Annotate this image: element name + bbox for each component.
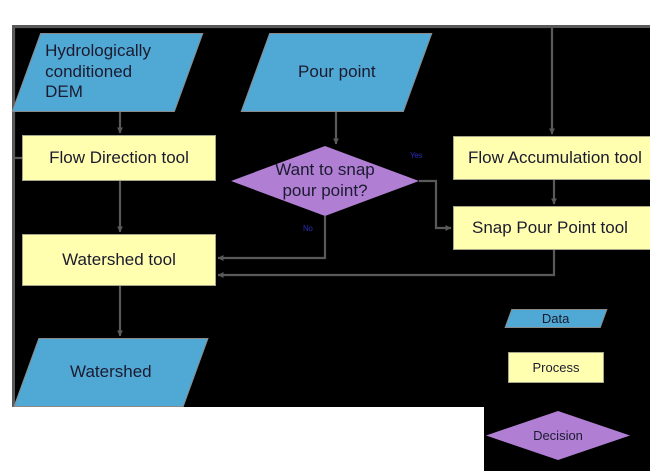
node-pour-point[interactable]: Pour point [240,33,433,112]
legend-item-data: Data [504,309,608,328]
node-label: Watershed tool [62,249,176,269]
legend-item-process: Process [508,352,604,383]
legend-item-decision: Decision [486,411,630,460]
node-label: Snap Pour Point tool [472,217,628,237]
node-label: Hydrologically conditioned DEM [45,41,151,102]
node-flow-accumulation-tool[interactable]: Flow Accumulation tool [453,136,650,180]
node-flow-direction-tool[interactable]: Flow Direction tool [22,135,216,181]
legend-label: Decision [533,427,583,443]
legend-label: Process [532,359,580,375]
node-label: Want to snap pour point? [275,160,375,200]
node-label: Pour point [297,62,376,82]
legend-label: Data [542,310,570,326]
node-hydrologically-conditioned-dem[interactable]: Hydrologically conditioned DEM [11,33,204,112]
edge-label-no: No [303,224,313,233]
edge-label-yes: Yes [410,151,422,160]
node-label: Watershed [70,362,152,382]
node-decision-want-to-snap-pour-point[interactable]: Want to snap pour point? [231,146,419,216]
node-label: Flow Direction tool [49,147,189,167]
node-label: Flow Accumulation tool [468,147,642,167]
node-watershed[interactable]: Watershed [13,338,209,407]
node-watershed-tool[interactable]: Watershed tool [22,234,216,286]
node-snap-pour-point-tool[interactable]: Snap Pour Point tool [453,206,650,250]
